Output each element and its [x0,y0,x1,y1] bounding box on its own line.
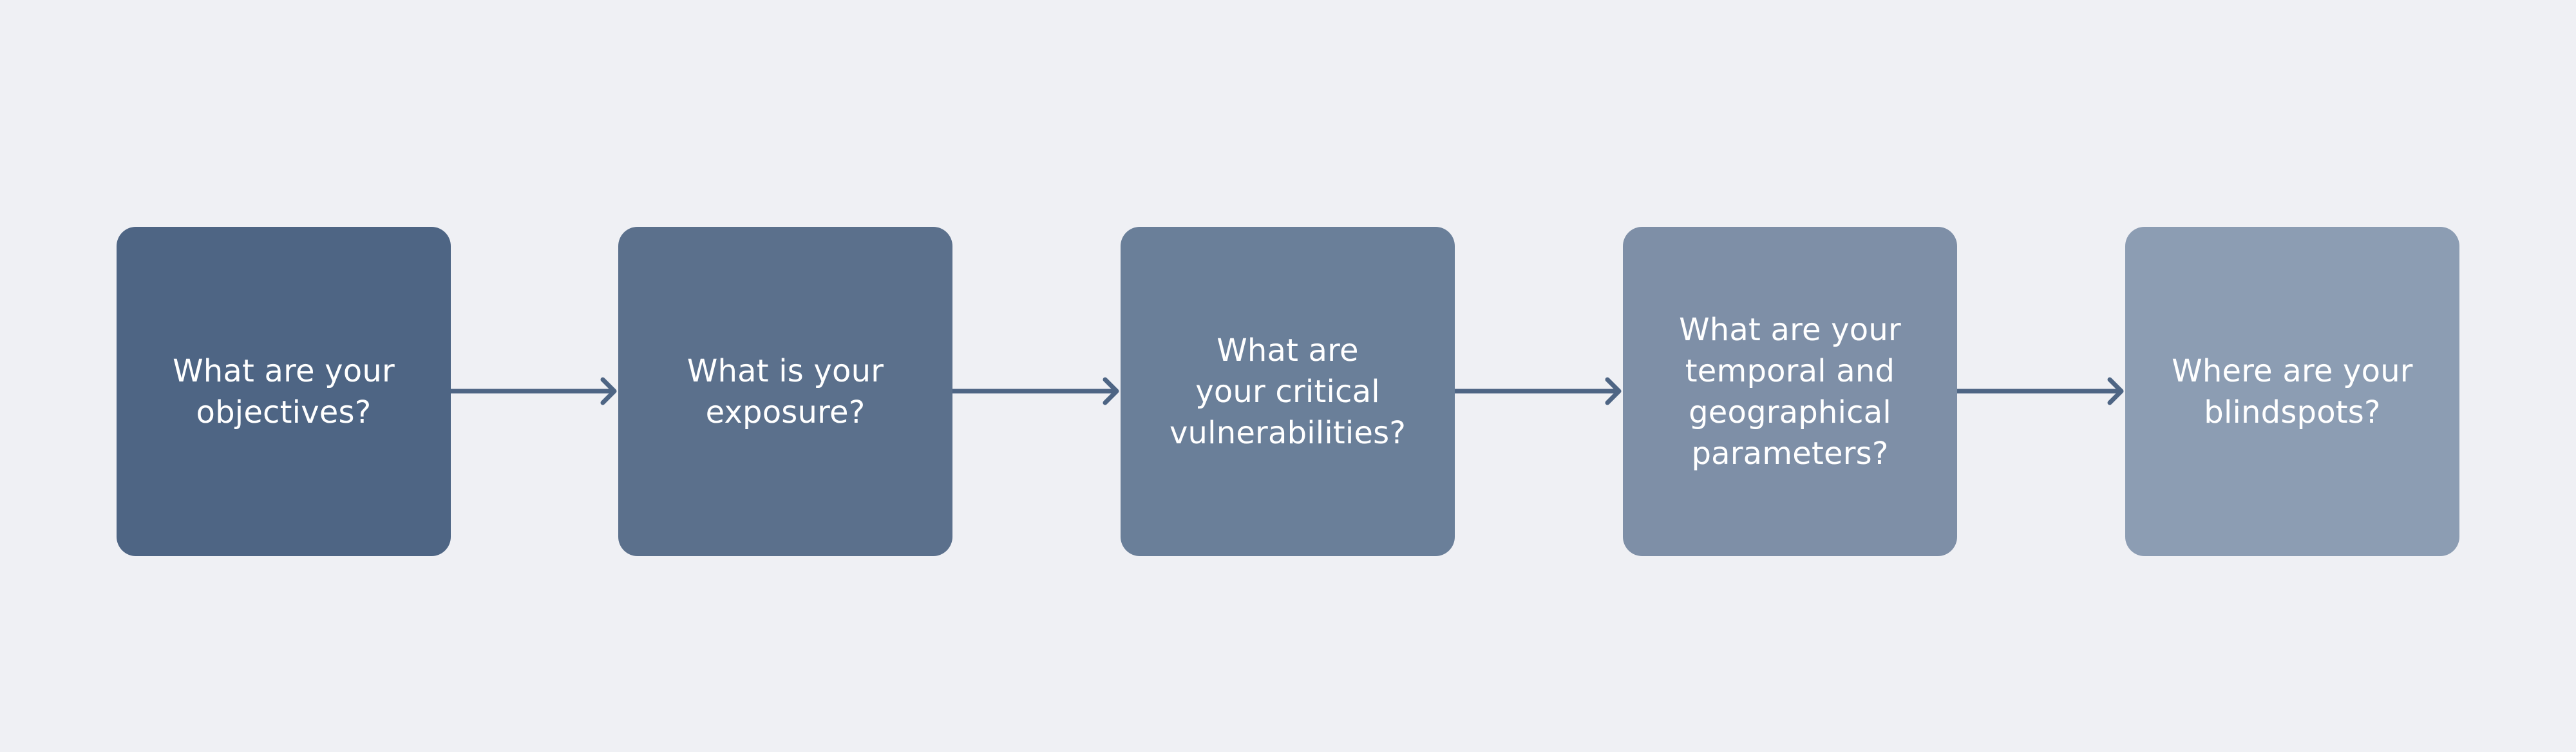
arrow-4-to-5 [1957,377,2124,405]
step-label: What are your objectives? [173,352,395,430]
arrow-1-to-2 [451,377,617,405]
arrow-head [1605,377,1622,405]
arrow-head [1103,377,1119,405]
step-box-blindspots: Where are your blindspots? [2125,227,2459,556]
step-label: Where are your blindspots? [2172,352,2413,430]
step-box-objectives: What are your objectives? [117,227,451,556]
arrow-3-to-4 [1455,377,1622,405]
arrow-head [600,377,617,405]
step-label: What is your exposure? [687,352,884,430]
step-box-temporal-geographical-parameters: What are your temporal and geographical … [1623,227,1957,556]
step-box-exposure: What is your exposure? [618,227,952,556]
step-box-critical-vulnerabilities: What are your critical vulnerabilities? [1121,227,1455,556]
step-label: What are your critical vulnerabilities? [1169,332,1406,451]
step-label: What are your temporal and geographical … [1679,311,1901,472]
arrow-head [2107,377,2124,405]
arrow-2-to-3 [952,377,1119,405]
